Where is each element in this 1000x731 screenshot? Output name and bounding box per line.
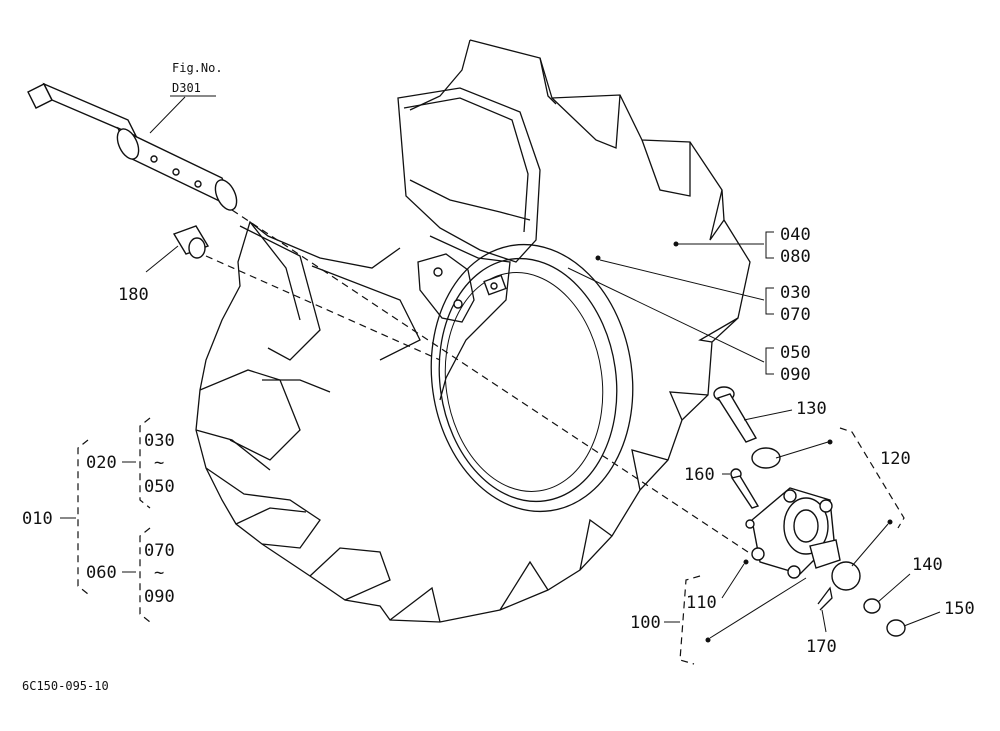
label-070-left: 070: [144, 541, 175, 561]
dot-100: [705, 637, 711, 643]
label-170: 170: [806, 637, 837, 657]
label-020: 020: [86, 453, 117, 473]
leader-120-bottom: [851, 523, 889, 567]
bracket-050: [765, 347, 774, 375]
assembly-axis-line: [231, 209, 761, 561]
dot-120-top: [827, 439, 833, 445]
bracket-030: [765, 287, 774, 315]
dot-120-bottom: [887, 519, 893, 525]
leader-130: [743, 409, 793, 421]
catalog-code: 6C150-095-10: [22, 679, 109, 693]
dot-030: [595, 255, 601, 261]
collar-part: [751, 447, 781, 469]
bushing-axis-line: [205, 255, 441, 361]
tire: [195, 39, 751, 623]
label-090-right: 090: [780, 365, 811, 385]
nut-part: [886, 619, 906, 637]
leader-180: [145, 245, 179, 273]
label-050-right: 050: [780, 343, 811, 363]
leader-050: [567, 267, 765, 363]
lug-cover: [397, 87, 541, 263]
cone-nut-part: [831, 561, 861, 591]
bolt-part: [713, 386, 758, 443]
label-090-left: 090: [144, 587, 175, 607]
label-050-left: 050: [144, 477, 175, 497]
label-070-right: 070: [780, 305, 811, 325]
bracket-020: [139, 417, 151, 509]
tilde-020: ~: [154, 453, 164, 473]
label-010: 010: [22, 509, 53, 529]
label-120: 120: [880, 449, 911, 469]
label-080: 080: [780, 247, 811, 267]
fig-no-value: D301: [172, 81, 201, 95]
label-110: 110: [686, 593, 717, 613]
dot-110: [743, 559, 749, 565]
leader-150: [903, 611, 941, 627]
fig-no-label: Fig.No.: [172, 61, 223, 75]
leader-170: [821, 609, 827, 633]
fig-no-leader: [149, 96, 186, 134]
label-040: 040: [780, 225, 811, 245]
tilde-060: ~: [154, 563, 164, 583]
bushing-part: [172, 225, 210, 259]
label-100: 100: [630, 613, 661, 633]
leader-140: [877, 573, 911, 603]
bracket-100: [679, 575, 701, 665]
leader-120-top: [775, 441, 829, 459]
lock-washer-part: [863, 598, 881, 614]
leader-100: [709, 577, 807, 639]
label-140: 140: [912, 555, 943, 575]
disc-plate: [417, 235, 511, 401]
pin-part: [730, 468, 760, 509]
bracket-040: [765, 231, 774, 259]
leader-110: [721, 563, 745, 599]
label-150: 150: [944, 599, 975, 619]
label-030-left: 030: [144, 431, 175, 451]
label-030-right: 030: [780, 283, 811, 303]
bracket-010: [77, 439, 89, 595]
label-060: 060: [86, 563, 117, 583]
wheel-rim: [430, 243, 634, 513]
leader-030: [599, 259, 765, 301]
label-160: 160: [684, 465, 715, 485]
hub-assembly: [745, 487, 841, 579]
bracket-060: [139, 527, 151, 623]
dot-040: [673, 241, 679, 247]
label-130: 130: [796, 399, 827, 419]
cotter-pin-part: [817, 586, 833, 611]
axle-shaft: [27, 82, 238, 211]
label-180: 180: [118, 285, 149, 305]
bracket-120: [839, 427, 905, 529]
